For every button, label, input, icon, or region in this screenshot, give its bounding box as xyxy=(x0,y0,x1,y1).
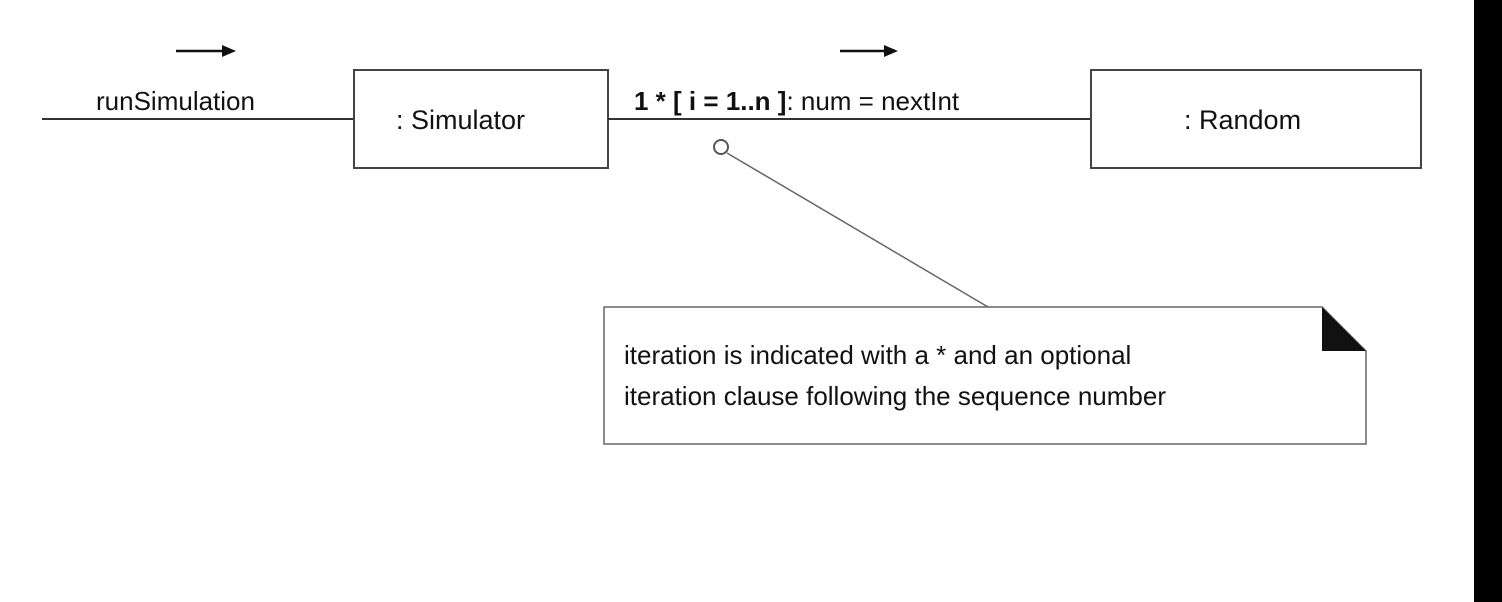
message-call: : num = nextInt xyxy=(786,86,959,116)
iteration-clause: 1 * [ i = 1..n ] xyxy=(634,86,786,116)
incoming-message-label: runSimulation xyxy=(96,86,255,116)
note-connector-line xyxy=(726,152,989,308)
right-edge-band xyxy=(1474,0,1502,602)
note-text-line-1: iteration is indicated with a * and an o… xyxy=(624,340,1131,370)
note-folded-corner-icon xyxy=(1322,307,1366,351)
incoming-direction-arrow-icon xyxy=(176,45,236,57)
note-text-line-2: iteration clause following the sequence … xyxy=(624,381,1166,411)
link-direction-arrow-icon xyxy=(840,45,898,57)
simulator-object: : Simulator xyxy=(353,69,609,169)
note-anchor-circle-icon xyxy=(713,139,729,155)
note-box: iteration is indicated with a * and an o… xyxy=(603,306,1367,445)
link-message-label: 1 * [ i = 1..n ]: num = nextInt xyxy=(634,86,960,116)
simulator-object-label: : Simulator xyxy=(396,105,525,135)
random-object-label: : Random xyxy=(1184,105,1301,135)
random-object: : Random xyxy=(1090,69,1422,169)
